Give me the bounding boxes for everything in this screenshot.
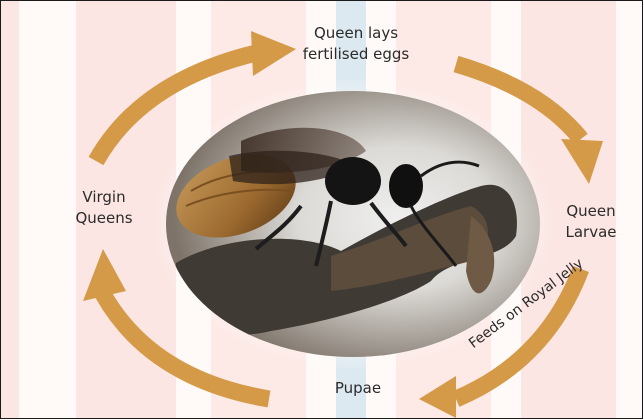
stage-label-eggs-line1: Queen lays bbox=[256, 23, 456, 44]
stage-label-virgin-queens: Virgin Queens bbox=[49, 187, 159, 229]
stage-label-larvae-line1: Queen bbox=[546, 201, 636, 222]
stage-label-virgin-line2: Queens bbox=[49, 208, 159, 229]
stage-label-eggs-line2: fertilised eggs bbox=[256, 44, 456, 65]
stage-label-larvae: Queen Larvae bbox=[546, 201, 636, 243]
stage-label-pupae: Pupae bbox=[313, 378, 403, 399]
stage-label-virgin-line1: Virgin bbox=[49, 187, 159, 208]
stage-label-larvae-line2: Larvae bbox=[546, 222, 636, 243]
stage-label-pupae-line1: Pupae bbox=[313, 378, 403, 399]
stage-label-eggs: Queen lays fertilised eggs bbox=[256, 23, 456, 65]
